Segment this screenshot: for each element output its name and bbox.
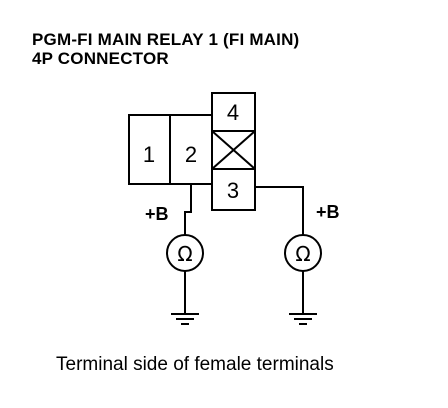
cavity-4 xyxy=(211,92,256,132)
terminal-3-label: 3 xyxy=(227,178,239,203)
probe-wire-left xyxy=(184,184,192,235)
title-line-relay: PGM-FI MAIN RELAY 1 (FI MAIN) xyxy=(32,30,300,49)
terminal-4-label: 4 xyxy=(227,100,239,125)
probe-wire-right xyxy=(255,186,304,235)
terminal-2-label: 2 xyxy=(185,142,197,167)
diagram-caption: Terminal side of female terminals xyxy=(56,354,334,375)
diagram-title: PGM-FI MAIN RELAY 1 (FI MAIN) 4P CONNECT… xyxy=(32,30,299,68)
terminal-1-label: 1 xyxy=(143,142,155,167)
supply-label-right: +B xyxy=(316,202,340,222)
ohm-icon: Ω xyxy=(177,242,192,266)
title-line-connector: 4P CONNECTOR xyxy=(32,49,169,68)
cavity-3 xyxy=(211,168,256,211)
ohm-icon: Ω xyxy=(295,242,310,266)
supply-label-left: +B xyxy=(145,204,169,224)
blocked-mark xyxy=(211,130,256,170)
